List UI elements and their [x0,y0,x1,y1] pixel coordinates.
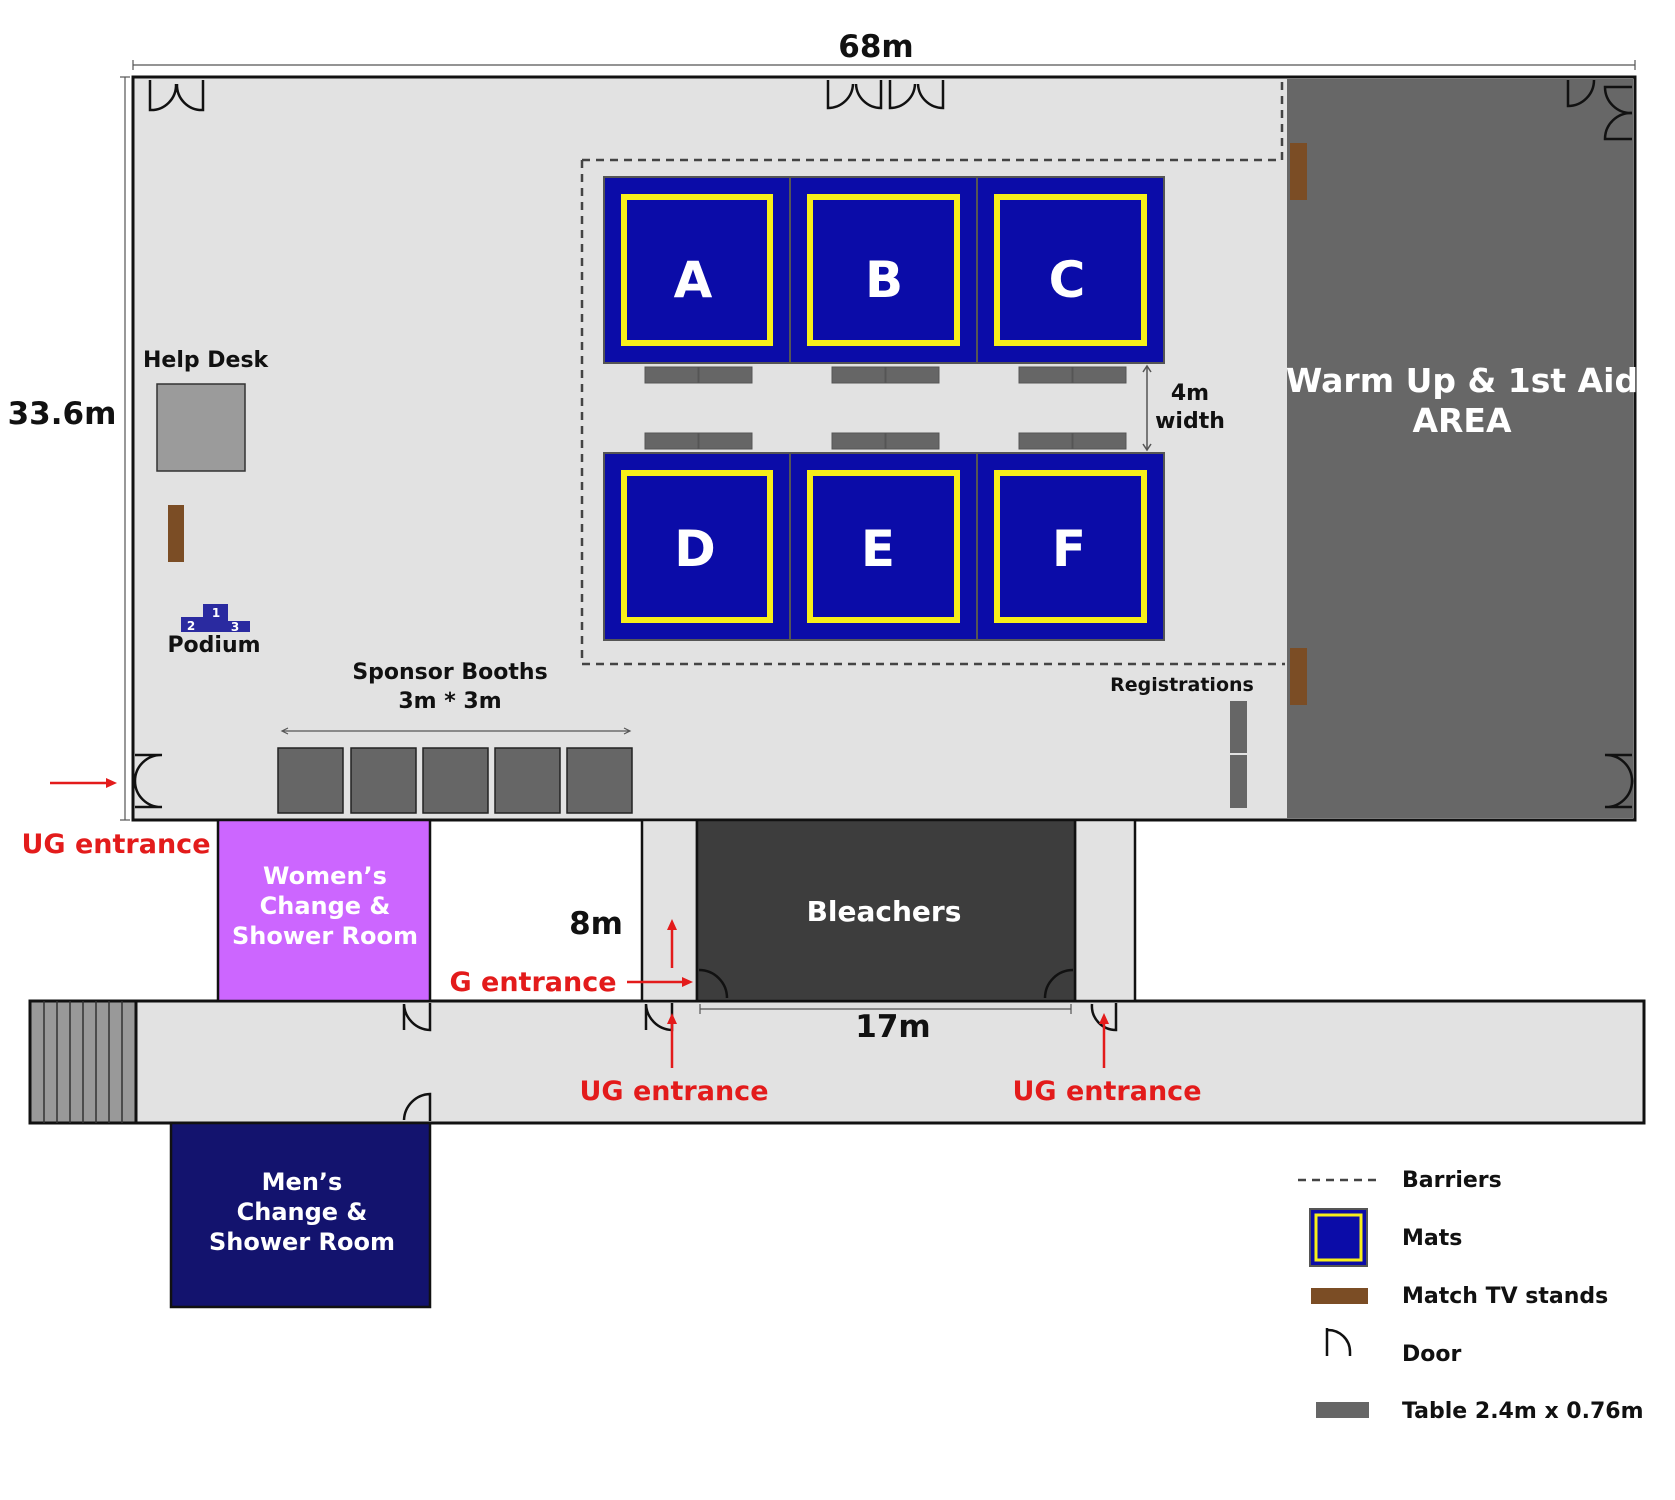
mens-room-label-line2: Change & [237,1198,368,1226]
bleachers-width-dimension [699,1004,1072,1014]
registrations-label: Registrations [1110,674,1254,696]
legend-tv-swatch [1311,1288,1368,1304]
mat-gap-dimension [1142,364,1152,452]
tv-stand [168,505,184,562]
legend-table-swatch [1316,1402,1369,1418]
mat-label: A [674,251,713,309]
hall-width-label: 68m [838,29,913,65]
podium-icon: 1 2 3 [181,604,250,634]
mat-label: B [865,251,903,309]
door-icon [1604,753,1634,809]
svg-text:1: 1 [212,606,220,620]
svg-text:3: 3 [231,620,239,634]
mat-f: F [976,452,1165,641]
sponsor-booths-dimension [280,727,632,735]
arrow-icon [50,778,117,788]
barrier-line [580,78,1285,666]
door-icon [1566,79,1633,141]
legend-label: Barriers [1402,1168,1502,1193]
mens-room [169,1121,432,1309]
hall-height-dimension [120,76,130,821]
mat-label: E [861,520,895,578]
sponsor-booths-label: Sponsor Booths [352,660,547,685]
door-icon [402,1003,1118,1121]
warmup-label-line1: Warm Up & 1st Aid [1286,361,1638,400]
arrow-icon [627,919,693,987]
womens-room-label-line1: Women’s [263,862,387,890]
legend-label: Door [1402,1342,1461,1367]
mat-c: C [976,176,1165,364]
mat-label: D [674,520,716,578]
g-entrance-label: G entrance [449,967,616,998]
svg-text:2: 2 [187,619,195,633]
bleachers-depth-label: 8m [569,906,623,942]
womens-room-label-line3: Shower Room [232,922,418,950]
tv-stand [1290,648,1307,705]
stairs [28,999,138,1125]
hall-width-dimension [132,60,1636,70]
mat-a: A [603,176,791,364]
legend: Barriers Mats Match TV stands Door Table… [1298,1168,1644,1424]
podium-label: Podium [167,633,260,658]
warmup-label-line2: AREA [1412,401,1511,440]
mat-label: C [1049,251,1086,309]
mat-b: B [789,176,978,364]
door-icon [698,968,1074,999]
warmup-area [1287,79,1633,818]
door-icon [1325,1328,1352,1356]
judge-tables [644,366,1127,450]
womens-room-label-line2: Change & [260,892,391,920]
bleachers-width-label: 17m [855,1009,930,1045]
mens-room-label-line1: Men’s [262,1168,343,1196]
corridor [28,999,1646,1125]
help-desk [156,383,246,472]
mat-gap-label-line1: 4m [1171,381,1209,406]
arrow-icon [1099,1013,1109,1068]
sponsor-booths [277,747,633,814]
mat-e: E [789,452,978,641]
registration-tables [1230,701,1247,808]
legend-label: Match TV stands [1402,1284,1608,1309]
door-icon [148,80,205,112]
legend-label: Mats [1402,1226,1462,1251]
mat-d: D [603,452,791,641]
ug-entrance-left-label: UG entrance [22,829,211,860]
door-icon [826,80,945,110]
womens-room [216,818,432,1003]
bleacher-aisle [1073,818,1137,1003]
legend-label: Table 2.4m x 0.76m [1402,1399,1644,1424]
tv-stand [1290,143,1307,200]
hall-height-label: 33.6m [8,396,117,432]
bleachers-label: Bleachers [807,895,962,928]
legend-mat-swatch [1309,1208,1368,1267]
mens-room-label-line3: Shower Room [209,1228,395,1256]
bleacher-aisle [640,818,699,1003]
help-desk-label: Help Desk [143,348,270,373]
mat-gap-label-line2: width [1155,409,1225,434]
sponsor-booths-size: 3m * 3m [398,689,501,714]
mat-label: F [1052,520,1086,578]
bleachers [695,818,1077,1003]
door-icon [133,753,163,809]
ug-entrance-right-label: UG entrance [1013,1076,1202,1107]
ug-entrance-center-label: UG entrance [580,1076,769,1107]
arrow-icon [667,1013,677,1068]
